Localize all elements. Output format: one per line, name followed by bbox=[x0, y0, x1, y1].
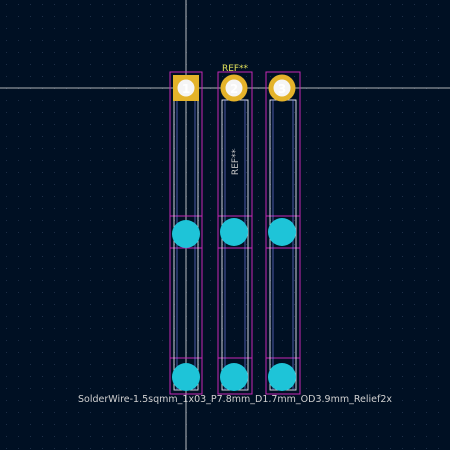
pad-1-number: 1 bbox=[182, 82, 190, 96]
pad-3[interactable]: 3 bbox=[268, 74, 296, 102]
pad-3-number: 3 bbox=[278, 82, 286, 96]
fab-outline bbox=[176, 100, 294, 390]
pad-2-number: 2 bbox=[230, 82, 238, 96]
pad-1[interactable]: 1 bbox=[173, 75, 199, 101]
footprint[interactable]: 1 2 3 REF** REF** SolderWire-1.5sqmm_1x0… bbox=[78, 64, 392, 405]
relief-hole bbox=[172, 220, 200, 248]
relief-hole bbox=[220, 218, 248, 246]
relief-hole bbox=[268, 218, 296, 246]
grid-dots bbox=[6, 4, 439, 449]
relief-holes bbox=[172, 218, 296, 391]
courtyard-pad-3 bbox=[265, 71, 301, 395]
courtyard-pad-2 bbox=[217, 71, 253, 395]
reference-fab[interactable]: REF** bbox=[231, 148, 241, 175]
relief-hole bbox=[220, 363, 248, 391]
relief-hole bbox=[172, 363, 200, 391]
footprint-value[interactable]: SolderWire-1.5sqmm_1x03_P7.8mm_D1.7mm_OD… bbox=[78, 394, 392, 405]
reference-silkscreen[interactable]: REF** bbox=[222, 64, 249, 74]
relief-hole bbox=[268, 363, 296, 391]
pad-2[interactable]: 2 bbox=[220, 74, 248, 102]
